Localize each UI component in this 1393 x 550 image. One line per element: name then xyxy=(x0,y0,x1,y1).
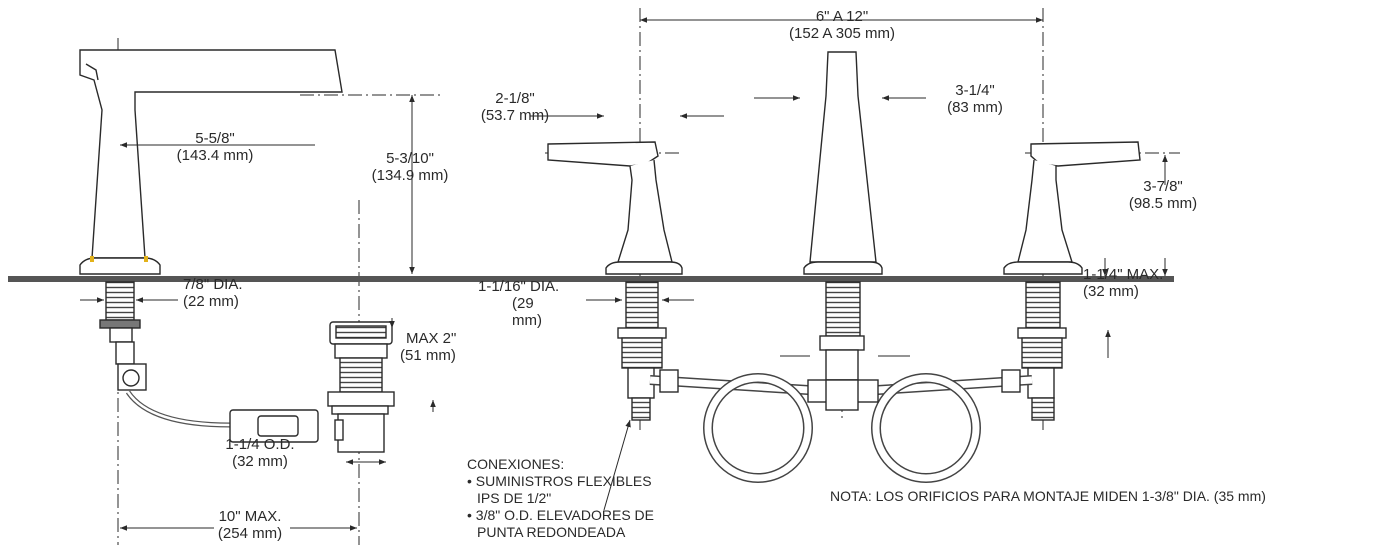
connections-block: CONEXIONES: • SUMINISTROS FLEXIBLES IPS … xyxy=(467,456,654,541)
shank-dia-mid-imperial: 1-1/16" DIA. xyxy=(478,278,560,295)
handle-offset-label: 2-1/8" (53.7 mm) xyxy=(465,90,565,124)
spread-metric: (152 A 305 mm) xyxy=(789,25,895,42)
connections-title: CONEXIONES: xyxy=(467,456,565,472)
deck-max-imperial: 1-1/4" MAX. xyxy=(1083,266,1164,283)
shank-dia-mid-metric-1: (29 xyxy=(512,295,534,312)
left-handle xyxy=(547,141,683,421)
spout-base-label: 3-1/4" (83 mm) xyxy=(930,82,1020,116)
dimension-lines xyxy=(80,17,1168,531)
countertop xyxy=(8,276,1174,282)
handle-offset-imperial: 2-1/8" xyxy=(495,90,535,107)
shank-dia-mid-label: 1-1/16" DIA. (29 mm) xyxy=(478,278,559,329)
tailpiece-imperial: 1-1/4 O.D. xyxy=(225,436,295,453)
deck-max-label: 1-1/4" MAX. (32 mm) xyxy=(1083,266,1163,300)
shank-dia-mid-metric-2: mm) xyxy=(512,312,542,329)
connections-item-2a: • 3/8" O.D. ELEVADORES DE xyxy=(467,507,655,523)
connections-item-2b: PUNTA REDONDEADA xyxy=(477,524,626,540)
spread-label: 6" A 12" (152 A 305 mm) xyxy=(742,8,942,42)
drain-reach-metric: (254 mm) xyxy=(217,525,283,542)
spout-reach-label: 5-5/8" (143.4 mm) xyxy=(140,130,290,164)
side-spout xyxy=(79,49,343,443)
front-spout xyxy=(803,51,883,381)
shank-dia-left-label: 7/8" DIA. (22 mm) xyxy=(183,276,243,310)
mounting-note: NOTA: LOS ORIFICIOS PARA MONTAJE MIDEN 1… xyxy=(830,488,1266,504)
supply-lines xyxy=(649,369,1033,483)
connections-item-1a: • SUMINISTROS FLEXIBLES xyxy=(467,473,652,489)
drain-max-label: MAX 2" (51 mm) xyxy=(400,330,456,364)
tailpiece-metric: (32 mm) xyxy=(232,453,288,470)
shank-dia-left-metric: (22 mm) xyxy=(183,293,239,310)
handle-height-metric: (98.5 mm) xyxy=(1128,195,1198,212)
drain-reach-label: 10" MAX. (254 mm) xyxy=(180,508,320,542)
drain-assembly xyxy=(327,321,395,453)
spout-base-imperial: 3-1/4" xyxy=(955,82,995,99)
drain-reach-imperial: 10" MAX. xyxy=(218,508,282,525)
spout-height-metric: (134.9 mm) xyxy=(371,167,449,184)
spout-base-metric: (83 mm) xyxy=(947,99,1003,116)
handle-height-label: 3-7/8" (98.5 mm) xyxy=(1108,178,1218,212)
handle-height-imperial: 3-7/8" xyxy=(1143,178,1183,195)
drain-max-imperial: MAX 2" xyxy=(406,330,457,347)
right-handle xyxy=(1003,141,1141,421)
spout-height-imperial: 5-3/10" xyxy=(386,150,434,167)
drain-max-metric: (51 mm) xyxy=(400,347,456,364)
spout-reach-metric: (143.4 mm) xyxy=(176,147,254,164)
tailpiece-label: 1-1/4 O.D. (32 mm) xyxy=(200,436,320,470)
handle-offset-metric: (53.7 mm) xyxy=(480,107,550,124)
spout-reach-imperial: 5-5/8" xyxy=(195,130,235,147)
spout-height-label: 5-3/10" (134.9 mm) xyxy=(355,150,465,184)
spread-imperial: 6" A 12" xyxy=(815,8,869,25)
deck-max-metric: (32 mm) xyxy=(1083,283,1139,300)
connections-item-1b: IPS DE 1/2" xyxy=(477,490,552,506)
shank-dia-left-imperial: 7/8" DIA. xyxy=(183,276,243,293)
